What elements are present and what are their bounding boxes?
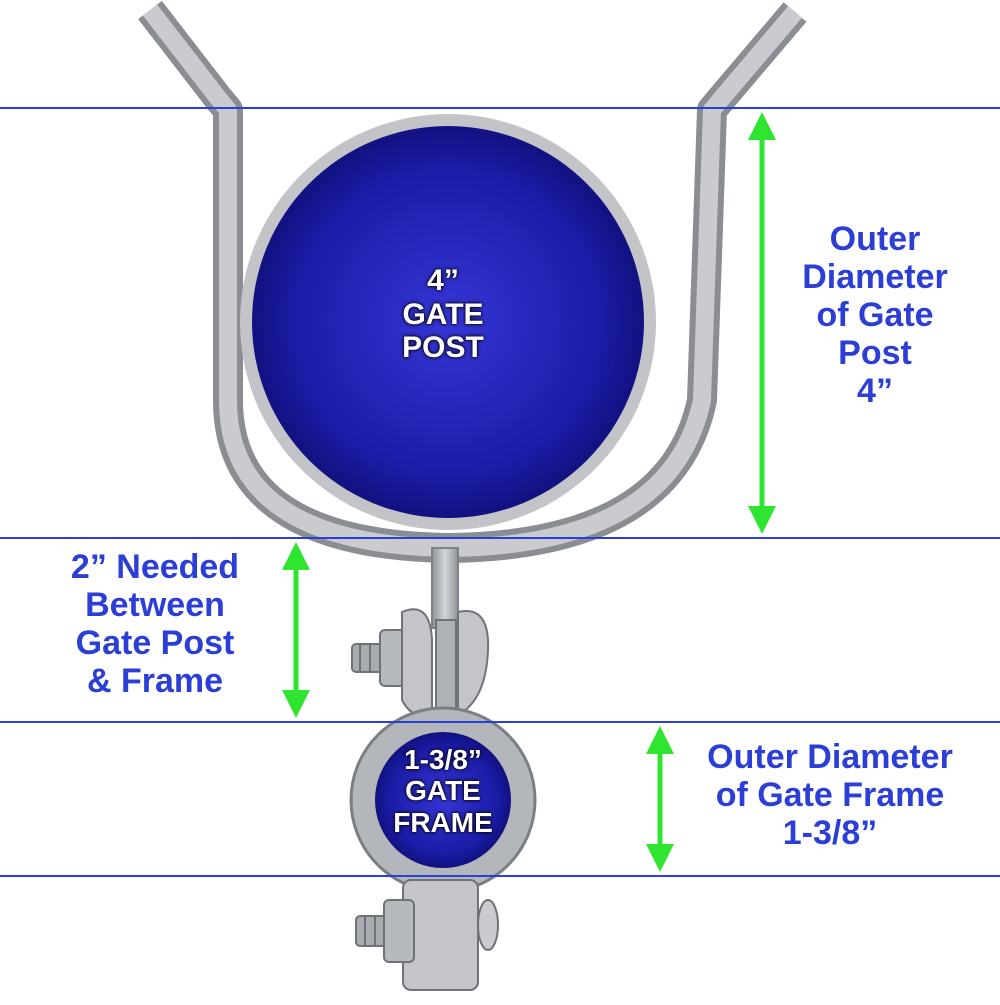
post-dimension-line: Outer: [829, 220, 921, 258]
gap-dimension-arrow: [282, 542, 310, 718]
post-dimension-line: 4”: [857, 372, 893, 411]
post-dimension-line: Diameter: [802, 258, 948, 297]
post-label: 4” GATE POST: [368, 264, 518, 365]
frame-dimension-line: of Gate Frame: [715, 776, 945, 815]
frame-label: 1-3/8” GATE FRAME: [368, 744, 518, 838]
post-label-line: GATE: [402, 297, 484, 331]
post-dimension-arrow: [748, 112, 776, 534]
gap-dimension-line: & Frame: [86, 662, 224, 701]
post-label-line: 4”: [427, 264, 459, 297]
post-label-line: POST: [402, 331, 484, 365]
upper-hinge: [351, 608, 490, 721]
gate-frame: [375, 732, 511, 868]
post-dimension-line: Post: [838, 334, 912, 373]
frame-dimension-label: Outer Diameter of Gate Frame 1-3/8”: [680, 738, 980, 852]
gap-dimension-line: Between: [85, 586, 225, 625]
frame-label-line: 1-3/8”: [404, 744, 482, 775]
post-dimension-line: of Gate: [816, 296, 934, 335]
frame-dimension-arrow: [646, 726, 674, 872]
frame-dimension-line: Outer Diameter: [707, 738, 953, 776]
hinge-stem: [431, 547, 459, 629]
frame-label-line: FRAME: [393, 806, 493, 838]
lower-hinge: [355, 879, 499, 991]
gap-dimension-line: Gate Post: [75, 624, 235, 663]
gap-dimension-line: 2” Needed: [70, 548, 240, 586]
post-dimension-label: Outer Diameter of Gate Post 4”: [770, 220, 980, 410]
gap-dimension-label: 2” Needed Between Gate Post & Frame: [30, 548, 280, 700]
frame-label-line: GATE: [405, 775, 481, 807]
frame-dimension-line: 1-3/8”: [782, 814, 878, 853]
